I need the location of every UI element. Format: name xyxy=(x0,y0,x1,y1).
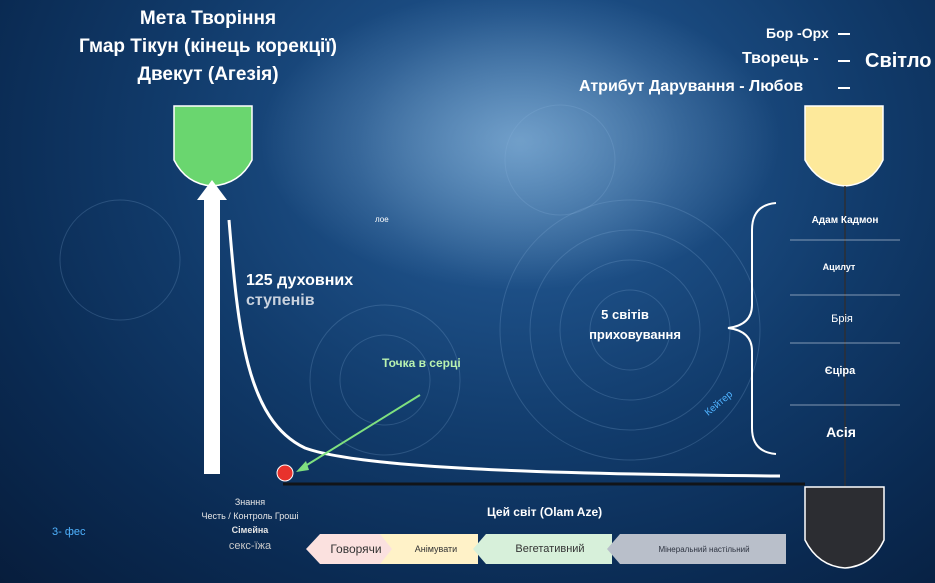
level-strip-vegetative-shape xyxy=(473,534,612,564)
world-adam-kadmon: Адам Кадмон xyxy=(811,215,879,226)
level-strip-animate-shape xyxy=(380,534,478,564)
pointer-arrow-line xyxy=(301,394,421,469)
light-label: Світло xyxy=(865,50,932,72)
dash-2 xyxy=(838,60,850,62)
level-vegetative: Вегетативний xyxy=(515,543,585,555)
worlds-brace xyxy=(727,202,777,455)
five-worlds-line2: приховування xyxy=(589,327,681,342)
this-world-label: Цей світ (Olam Aze) xyxy=(487,505,603,519)
dark-vessel xyxy=(804,486,885,569)
five-worlds-line1: 5 світів xyxy=(601,307,649,322)
world-beria: Брія xyxy=(831,313,853,325)
world-assiya: Асія xyxy=(826,424,856,440)
dash-3 xyxy=(838,87,850,89)
creator-label: Творець - xyxy=(742,50,819,67)
level-strip-speaking-shape xyxy=(306,534,400,564)
green-vessel xyxy=(173,105,253,187)
small-top-label: лое xyxy=(375,215,389,224)
level-animate: Анімувати xyxy=(414,544,458,554)
point-in-heart-label: Точка в серці xyxy=(382,356,461,370)
world-yetzira: Єціра xyxy=(824,365,856,377)
point-in-heart xyxy=(276,464,294,482)
level-mineral: Мінеральний настільний xyxy=(658,544,750,554)
fes-label: 3- фес xyxy=(52,526,86,538)
dash-1 xyxy=(838,33,850,35)
desire-family: Сімейна xyxy=(231,525,269,535)
background-rings xyxy=(59,104,761,461)
gmar-tikun-title: Гмар Тікун (кінець корекції) xyxy=(79,36,337,57)
level-speaking: Говорячи xyxy=(330,542,382,556)
desire-sex-food: секс-їжа xyxy=(228,540,272,552)
world-separators xyxy=(790,239,900,406)
desire-honor: Честь / Контроль Гроші xyxy=(201,511,299,521)
level-strip-mineral-shape xyxy=(607,534,786,564)
bor-orh-label: Бор -Орх xyxy=(766,25,829,41)
ascent-arrow xyxy=(197,180,227,474)
dvekut-title: Двекут (Агезія) xyxy=(137,64,279,85)
attribute-label: Атрибут Дарування - Любов xyxy=(579,78,804,95)
desire-knowledge: Знання xyxy=(234,497,266,507)
world-atzilut: Ацилут xyxy=(822,262,856,272)
pointer-arrow-head xyxy=(296,461,309,472)
yellow-vessel xyxy=(804,105,884,187)
spiritual-steps-line2: ступенів xyxy=(246,292,315,309)
descent-curve xyxy=(227,219,781,478)
goal-title: Мета Творіння xyxy=(139,8,277,29)
background-glow xyxy=(260,0,780,290)
spiritual-steps-line1: 125 духовних xyxy=(246,272,354,289)
